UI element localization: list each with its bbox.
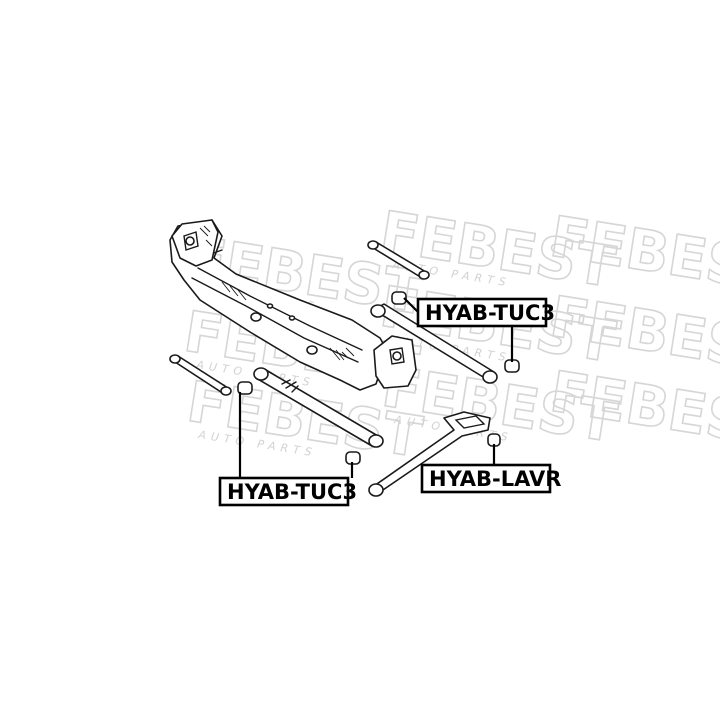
callout-hyab-tuc3-lower[interactable]: HYAB-TUC3 xyxy=(218,476,357,507)
bushing xyxy=(391,291,407,305)
leader-line xyxy=(403,297,419,313)
callout-hyab-lavr[interactable]: HYAB-LAVR xyxy=(420,463,561,494)
upper-stabilizer-link xyxy=(367,240,430,280)
lateral-rod xyxy=(237,367,384,465)
bushing xyxy=(237,381,253,395)
lower-stabilizer-link xyxy=(169,354,232,396)
upper-trailing-arm xyxy=(370,291,520,384)
callout-label: HYAB-TUC3 xyxy=(425,301,555,325)
callout-label: HYAB-TUC3 xyxy=(227,480,357,504)
lower-control-arm xyxy=(368,411,501,497)
leader-lines xyxy=(238,297,514,478)
axle-beam xyxy=(169,219,417,391)
callout-hyab-tuc3-upper[interactable]: HYAB-TUC3 xyxy=(416,297,555,328)
callout-label: HYAB-LAVR xyxy=(429,467,561,491)
